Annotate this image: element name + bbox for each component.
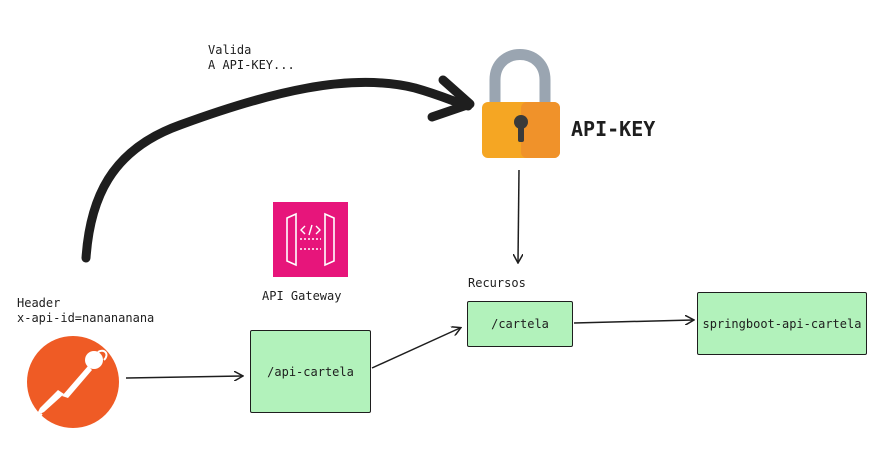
node-springboot[interactable]: springboot-api-cartela xyxy=(697,292,867,355)
postman-logo-icon xyxy=(27,336,119,428)
arrow-lock-to-cartela xyxy=(518,169,519,262)
validation-curved-arrow xyxy=(81,77,473,263)
padlock-icon xyxy=(482,49,560,158)
gateway-label: API Gateway xyxy=(262,289,342,303)
validation-arrowhead xyxy=(427,75,475,122)
header-note-line-1: Header xyxy=(17,296,61,310)
node-api-cartela-label: /api-cartela xyxy=(267,364,354,379)
arrow-postman-to-api-cartela xyxy=(125,376,242,378)
node-springboot-label: springboot-api-cartela xyxy=(702,316,862,331)
header-note-line-2: x-api-id=nanananana xyxy=(17,311,155,325)
node-api-cartela[interactable]: /api-cartela xyxy=(250,330,371,413)
arrow-cartela-to-springboot xyxy=(573,320,693,323)
api-gateway-icon xyxy=(273,202,348,277)
lock-label: API-KEY xyxy=(571,117,656,141)
annotation-line-1: Valida xyxy=(208,43,252,57)
node-cartela-label: /cartela xyxy=(491,317,549,331)
recursos-label: Recursos xyxy=(468,276,526,290)
node-cartela[interactable]: /cartela xyxy=(467,301,573,347)
annotation-line-2: A API-KEY... xyxy=(208,58,295,72)
arrow-api-cartela-to-cartela xyxy=(371,328,460,369)
